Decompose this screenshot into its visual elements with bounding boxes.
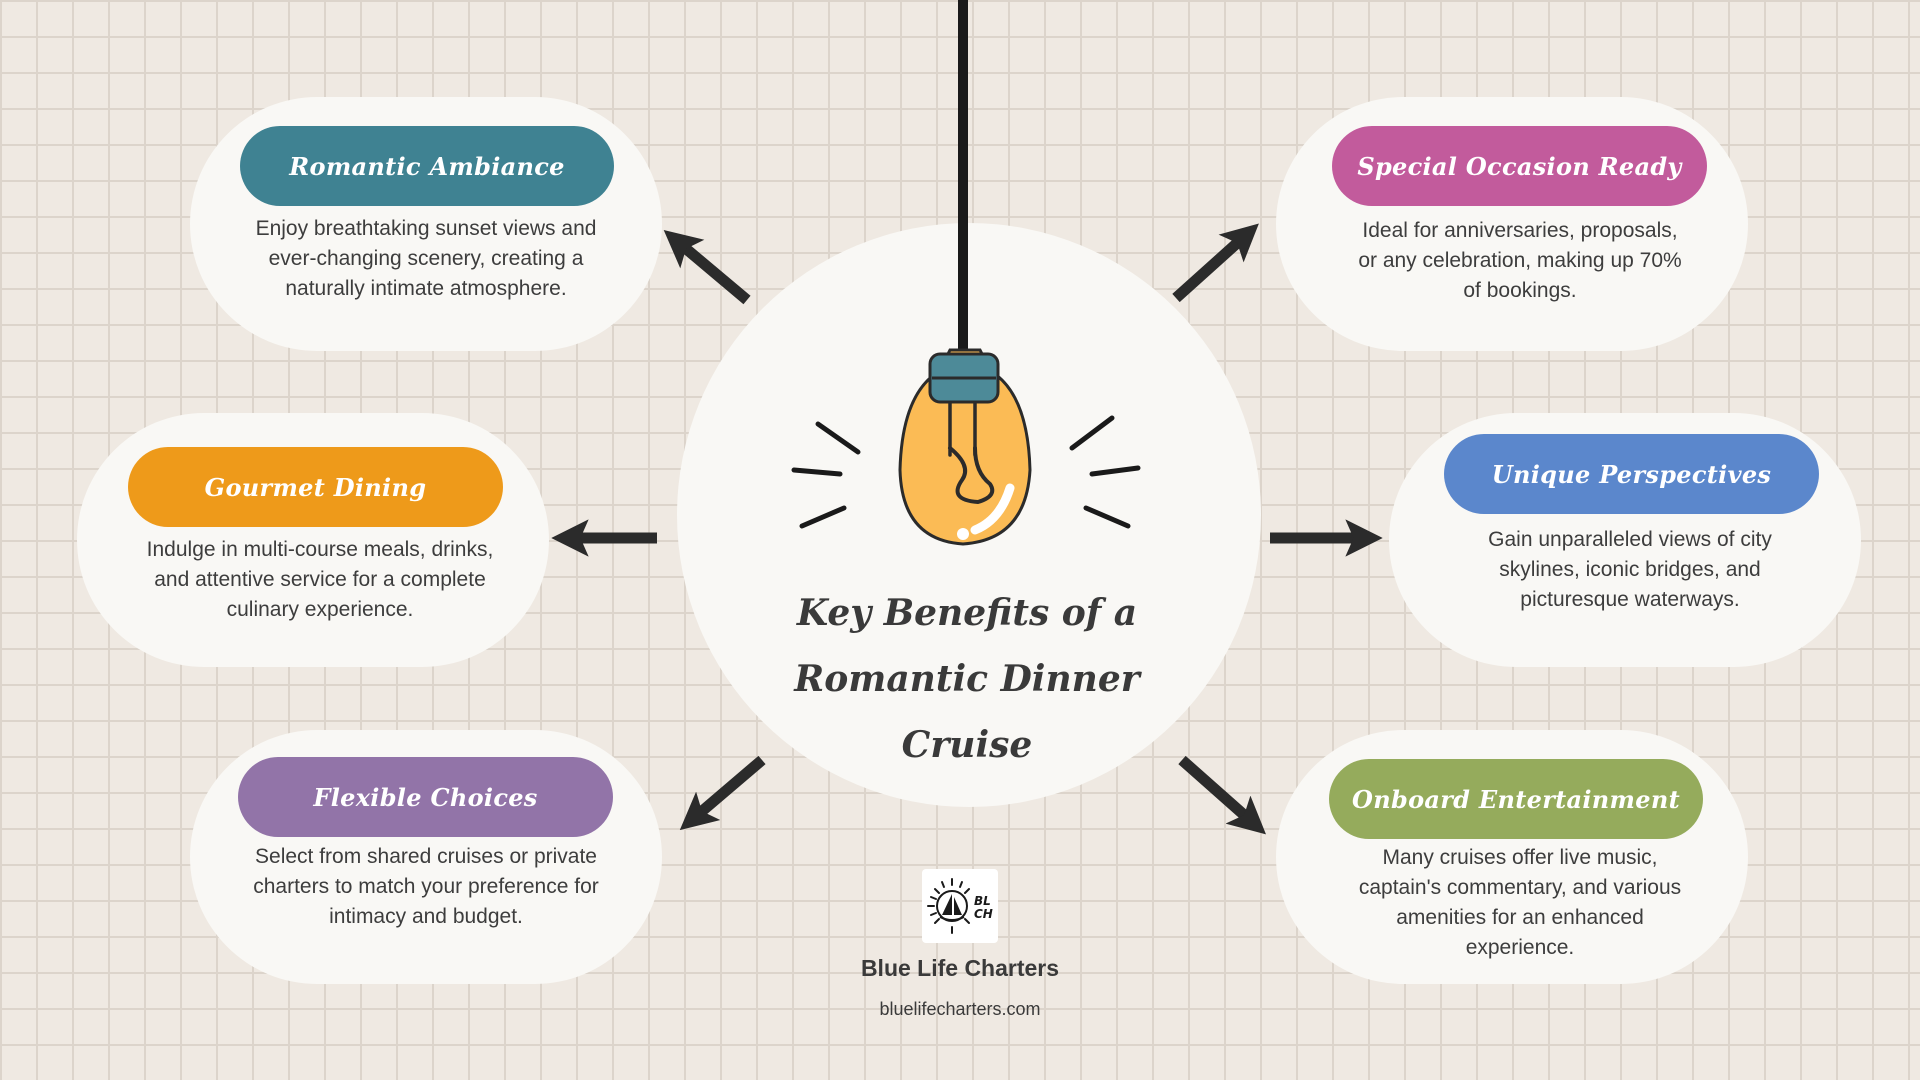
arrow-to-onboard-entertainment xyxy=(1178,755,1266,835)
benefit-desc-flexible-choices: Select from shared cruises or private ch… xyxy=(253,845,599,928)
diagram-title: Key Benefits of a Romantic Dinner Cruise xyxy=(727,580,1207,778)
benefit-desc-gourmet-dining: Indulge in multi-course meals, drinks, a… xyxy=(146,538,494,621)
benefit-title-unique-perspectives: Unique Perspectives xyxy=(1444,434,1819,514)
brand-logo: BL CH xyxy=(922,869,998,943)
lightbulb-cord xyxy=(958,0,968,360)
arrow-to-romantic-ambiance xyxy=(663,229,751,305)
benefit-title-flexible-choices: Flexible Choices xyxy=(238,757,613,837)
sailboat-logo: BL CH xyxy=(927,878,993,934)
svg-text:CH: CH xyxy=(974,907,993,921)
arrow-to-flexible-choices xyxy=(679,755,766,831)
arrow-to-special-occasion xyxy=(1172,223,1259,303)
benefit-desc-special-occasion: Ideal for anniversaries, proposals, or a… xyxy=(1358,219,1682,302)
arrow-icon xyxy=(551,223,1383,835)
benefit-desc-onboard-entertainment: Many cruises offer live music, captain's… xyxy=(1358,846,1682,959)
brand-url[interactable]: bluelifecharters.com xyxy=(879,999,1041,1019)
title-line-1: Key Benefits of a xyxy=(796,592,1138,634)
benefit-title-gourmet-dining: Gourmet Dining xyxy=(128,447,503,527)
benefit-title-romantic-ambiance: Romantic Ambiance xyxy=(240,126,614,206)
benefit-title-onboard-entertainment: Onboard Entertainment xyxy=(1329,759,1703,839)
svg-text:BL: BL xyxy=(974,894,991,908)
title-line-2: Romantic Dinner Cruise xyxy=(794,658,1140,766)
benefit-title-special-occasion: Special Occasion Ready xyxy=(1332,126,1707,206)
benefit-desc-romantic-ambiance: Enjoy breathtaking sunset views and ever… xyxy=(255,217,597,300)
lightbulb-icon xyxy=(898,348,1032,546)
sparkle-lines xyxy=(791,415,1141,529)
brand-name: Blue Life Charters xyxy=(860,955,1060,981)
benefit-desc-unique-perspectives: Gain unparalleled views of city skylines… xyxy=(1488,528,1772,611)
